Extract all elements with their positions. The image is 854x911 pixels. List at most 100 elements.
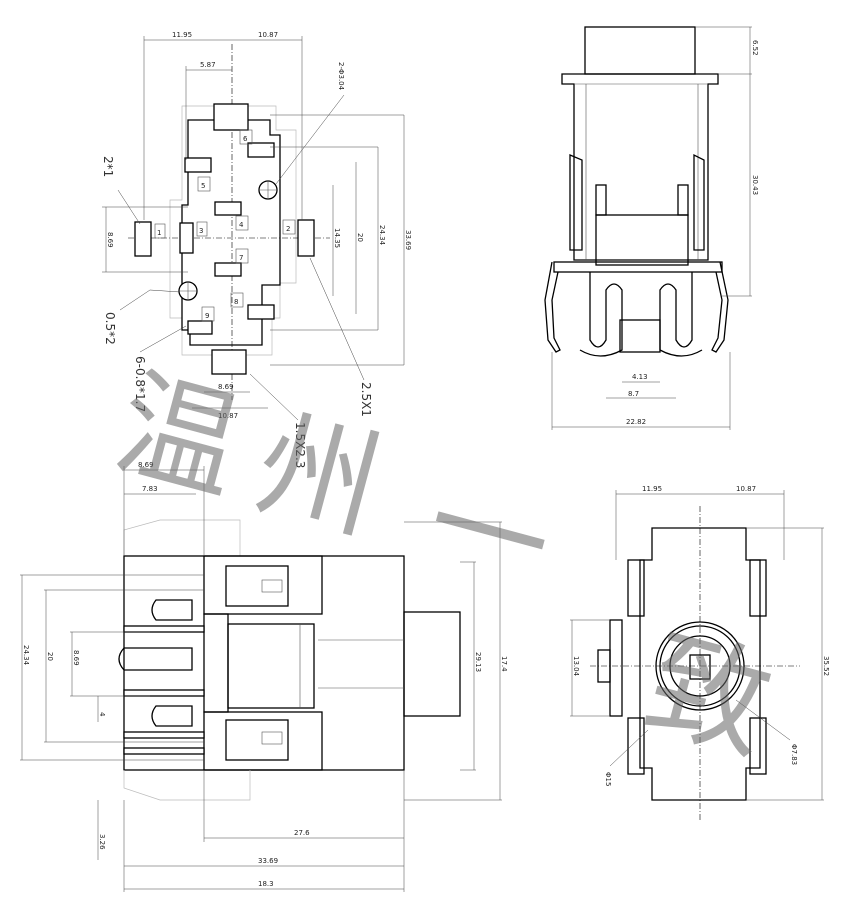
pad-4	[214, 201, 242, 216]
dim-h-14: 14.35	[333, 228, 341, 248]
front-clip-bl	[627, 717, 645, 775]
dim-bot-a: 8.69	[218, 383, 234, 391]
side-pin-right	[659, 272, 703, 357]
leader-hole	[275, 94, 345, 185]
side-flange	[553, 261, 723, 273]
top-dim-bot2: 33.69	[258, 857, 278, 865]
pad-bottom	[211, 349, 247, 375]
pad-2	[297, 219, 315, 257]
callout-c3: 6-0.8*1.7	[133, 356, 147, 412]
dim-h-24: 24.34	[378, 225, 386, 246]
top-dim-left-h4: 4	[98, 712, 106, 717]
top-led-3	[151, 705, 193, 727]
pin-number-1: 1	[157, 229, 161, 237]
pin-box-9	[201, 306, 215, 322]
top-faint-base	[123, 770, 251, 801]
front-leader-hole	[735, 699, 791, 741]
front-dim-dia-small: Φ15	[604, 772, 612, 786]
pin-box-2	[282, 219, 296, 235]
side-center-post	[619, 319, 661, 353]
pin-box-5	[197, 176, 211, 192]
top-dim-bot3: 18.3	[258, 880, 274, 888]
top-pin-3	[123, 731, 205, 739]
leader-c5	[249, 373, 299, 421]
front-dim-right-h: 35.52	[822, 656, 830, 676]
top-pin-1	[123, 625, 205, 633]
top-view: 8.69 7.83 24.34 20 8.69 4 17.4 29.13 3.2…	[20, 461, 508, 892]
top-led-2	[118, 647, 193, 671]
pin-box-7	[235, 248, 249, 264]
side-dim-height: 30.43	[751, 175, 759, 195]
watermark-char-1: 温	[102, 354, 254, 519]
pin-number-7: 7	[239, 254, 243, 262]
dim-h-33: 33.69	[404, 230, 412, 250]
pad-9	[187, 320, 213, 335]
side-dim-gap: 4.13	[632, 373, 648, 381]
callout-c1: 2*1	[101, 156, 115, 177]
side-top-cap	[584, 26, 696, 75]
side-body	[561, 73, 719, 261]
top-center-bar	[203, 613, 229, 713]
front-clip-br	[749, 717, 767, 775]
front-dim-left-h: 13.04	[572, 656, 580, 677]
pad-1	[134, 221, 152, 257]
pad-8	[247, 304, 275, 320]
pin-number-6: 6	[243, 135, 248, 143]
side-spring-left	[569, 154, 583, 251]
top-upper-slot	[225, 565, 289, 607]
callout-c4: 2.5X1	[359, 382, 373, 417]
pin-number-5: 5	[201, 182, 205, 190]
watermark-char-3: 一	[412, 454, 564, 619]
side-tab-left	[595, 184, 607, 216]
pin-number-4: 4	[239, 221, 244, 229]
watermark-char-2: 州	[242, 394, 394, 559]
dim-top-right: 10.87	[258, 31, 278, 39]
top-dim-right-h2: 17.4	[500, 656, 508, 672]
side-tab-right	[677, 184, 689, 216]
pin-box-1	[154, 223, 166, 239]
top-dim-d1: 8.69	[138, 461, 154, 469]
front-side-block	[609, 619, 623, 717]
callout-c2: 0.5*2	[103, 312, 117, 345]
side-dim-width: 22.82	[626, 418, 646, 426]
top-pin-4	[123, 747, 205, 755]
top-dim-left-h2: 20	[46, 652, 54, 661]
side-dim-span: 8.7	[628, 390, 639, 398]
dim-top-inner: 5.87	[200, 61, 216, 69]
top-dim-bot1: 27.6	[294, 829, 310, 837]
leader-c3	[139, 325, 187, 353]
top-lower-window	[261, 731, 283, 745]
side-leg-right	[711, 261, 729, 353]
side-inner-block	[595, 214, 689, 266]
pin-number-9: 9	[205, 312, 209, 320]
pin-number-8: 8	[234, 298, 238, 306]
callout-c5: 1.5X2.3	[293, 422, 307, 468]
leader-c1	[117, 189, 141, 225]
leader-c2	[119, 289, 181, 311]
side-dim-top: 6.52	[751, 40, 759, 56]
pin-box-4	[235, 215, 249, 231]
top-dim-left-h3: 8.69	[72, 650, 80, 666]
front-clip-tr	[749, 559, 767, 617]
pin-box-3	[196, 221, 208, 237]
top-lower-block	[203, 711, 323, 771]
watermark: 温 州 一 致	[102, 354, 784, 779]
dim-hole-dia: 2-Φ3.04	[337, 62, 345, 91]
dim-bot-b: 10.87	[218, 412, 238, 420]
watermark-char-4: 致	[632, 614, 784, 779]
pin-number-2: 2	[286, 225, 290, 233]
top-inner-frame	[227, 623, 315, 709]
front-leader-small	[609, 729, 649, 767]
top-dim-d2: 7.83	[142, 485, 158, 493]
pin-box-6	[239, 129, 253, 145]
pin-box-8	[230, 292, 244, 308]
top-pin-2	[123, 689, 205, 697]
top-led-1	[151, 599, 193, 621]
pad-6	[247, 142, 275, 158]
side-spring-right	[693, 153, 705, 251]
pad-5	[184, 157, 212, 173]
top-lower-slot	[225, 719, 289, 761]
pcb-footprint-view: 1 2 3 4 5 6 7 8 9 11.95 10.87 5.87 2-Φ3.…	[101, 31, 412, 468]
pad-3	[179, 222, 194, 254]
